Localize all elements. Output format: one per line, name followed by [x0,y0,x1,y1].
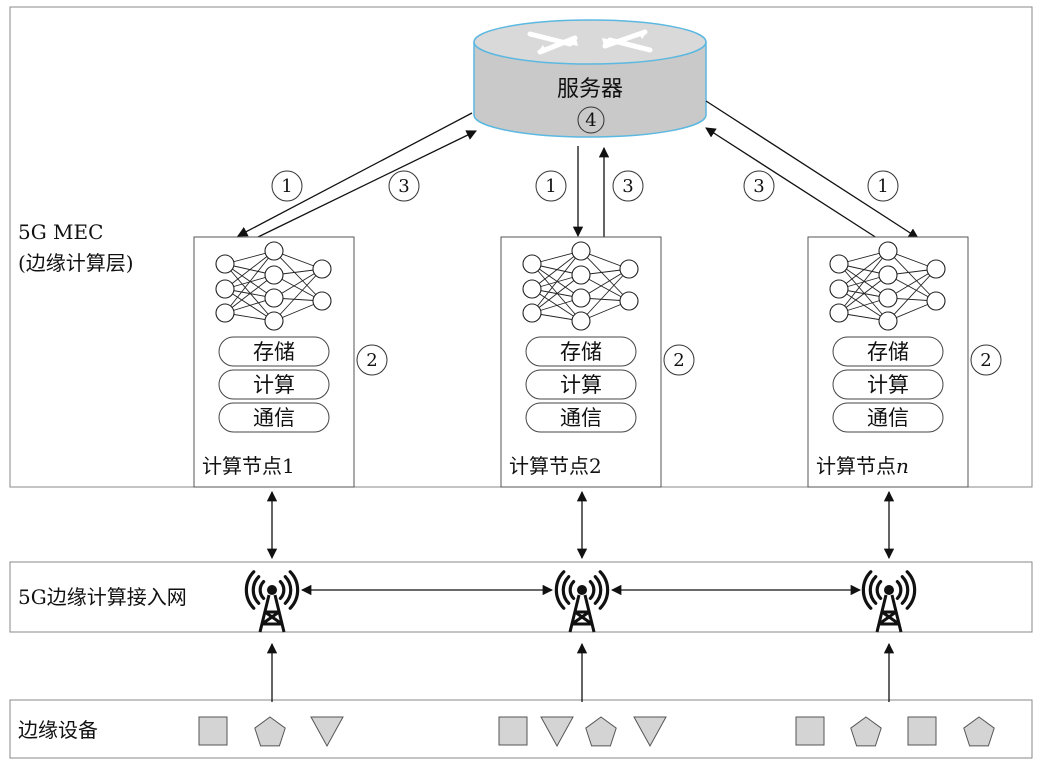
function-label: 通信 [253,406,295,430]
device-square-icon [907,716,937,746]
function-pill [525,402,637,433]
device-pentagon-icon [254,716,286,747]
function-pill [525,336,637,367]
device-layer-box [9,699,1033,759]
svg-text:2: 2 [673,350,684,371]
arrow-server-to-node1 [237,112,473,237]
antenna-tower-icon [861,570,917,633]
node-label: 计算节点1 [202,454,295,478]
svg-text:1: 1 [281,176,292,197]
access-layer-label: 5G边缘计算接入网 [18,585,187,609]
function-label: 存储 [560,340,602,364]
function-pill [832,336,944,367]
neural-network-icon [522,241,639,331]
function-label: 计算 [867,373,909,397]
device-pentagon-icon [963,716,995,747]
step-3-node1-marker: 3 [388,170,420,202]
edge-devices [198,716,995,748]
function-label: 计算 [253,373,295,397]
function-label: 存储 [253,340,295,364]
step-1-node2-marker: 1 [535,170,567,202]
function-pill [832,402,944,433]
function-label: 计算 [560,373,602,397]
step-3-node2-marker: 3 [612,170,644,202]
neural-network-icon [215,241,332,331]
node-label: 计算节点n [816,454,909,478]
step-2-marker: 2 [356,344,388,376]
svg-text:1: 1 [877,176,888,197]
svg-text:2: 2 [366,350,377,371]
device-triangle-icon [310,716,344,748]
svg-text:4: 4 [585,110,596,131]
function-label: 存储 [867,340,909,364]
step-2-marker: 2 [970,344,1002,376]
arrow-noden-to-server [705,127,881,241]
svg-text:2: 2 [980,350,991,371]
svg-text:3: 3 [753,176,764,197]
device-pentagon-icon [850,716,882,747]
mec-layer-label: 5G MEC [18,220,103,244]
antenna-tower-icon [554,570,610,633]
device-square-icon [198,716,228,746]
function-pill [218,336,330,367]
step-4-marker: 4 [577,106,605,134]
function-label: 通信 [867,406,909,430]
neural-network-icon [829,241,946,331]
server-icon [473,19,707,138]
device-triangle-icon [540,716,574,748]
svg-text:3: 3 [622,176,633,197]
device-pentagon-icon [585,716,617,747]
device-triangle-icon [633,716,667,748]
device-layer-label: 边缘设备 [18,718,98,742]
server-label: 服务器 [557,77,623,102]
step-1-noden-marker: 1 [867,170,899,202]
step-3-noden-marker: 3 [743,170,775,202]
node-label: 计算节点2 [509,454,602,478]
function-label: 通信 [560,406,602,430]
svg-text:3: 3 [398,176,409,197]
function-pill [832,369,944,400]
access-layer-box [9,561,1033,633]
antenna-tower-icon [244,570,300,633]
arrow-server-to-noden [705,100,919,239]
function-pill [525,369,637,400]
step-1-node1-marker: 1 [271,170,303,202]
mec-layer-sublabel: (边缘计算层) [18,251,134,275]
function-pill [218,402,330,433]
svg-text:1: 1 [545,176,556,197]
device-square-icon [498,716,528,746]
step-2-marker: 2 [663,344,695,376]
function-pill [218,369,330,400]
arrow-node1-to-server [257,130,477,238]
device-square-icon [795,716,825,746]
